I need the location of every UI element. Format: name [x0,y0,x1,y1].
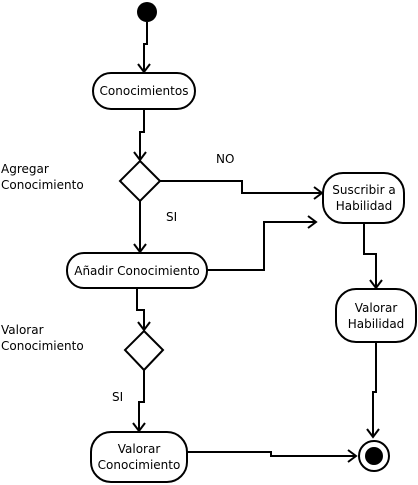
node-suscribir-label-2: Habilidad [336,199,393,213]
node-valorar-conocimiento: Valorar Conocimiento [90,431,188,483]
arrowhead [347,449,358,463]
arrowhead [366,428,380,439]
label-agregar-1: Agregar [1,162,49,176]
edge-anadir-to-decision2 [136,288,145,330]
edge-start-to-conocimientos [143,22,148,72]
decision-agregar [118,159,162,203]
decision-valorar [123,329,165,372]
arrowhead [307,215,318,229]
node-conocimientos: Conocimientos [92,72,196,110]
node-suscribir-label-1: Suscribir a [332,183,395,197]
edge-decision1-to-suscribir [160,180,322,194]
node-anadir-conocimiento: Añadir Conocimiento [66,252,208,289]
label-si-2: SI [112,390,123,404]
node-valorar-conocimiento-label-1: Valorar [118,442,161,456]
node-valorar-habilidad-label-1: Valorar [355,301,398,315]
label-agregar-2: Conocimiento [1,178,84,192]
label-si-1: SI [166,210,177,224]
initial-node [137,2,157,22]
label-no: NO [216,152,234,166]
label-valorar-2: Conocimiento [1,339,84,353]
node-suscribir-habilidad: Suscribir a Habilidad [322,172,405,224]
final-node [358,440,390,472]
edge-suscribir-to-valorar-habilidad [363,224,377,288]
node-anadir-label: Añadir Conocimiento [74,264,200,278]
node-valorar-habilidad: Valorar Habilidad [335,288,417,343]
node-valorar-conocimiento-label-2: Conocimiento [98,458,181,472]
node-conocimientos-label: Conocimientos [100,84,189,98]
label-valorar-1: Valorar [1,323,44,337]
edge-valorar-habilidad-to-final [372,342,377,437]
edge-conocimientos-to-decision1 [139,110,145,160]
node-valorar-habilidad-label-2: Habilidad [348,317,405,331]
edge-valorar-conocimiento-to-final [187,451,356,457]
edge-decision2-to-valorar-conocimiento [138,370,145,431]
edge-anadir-to-suscribir [207,221,316,271]
